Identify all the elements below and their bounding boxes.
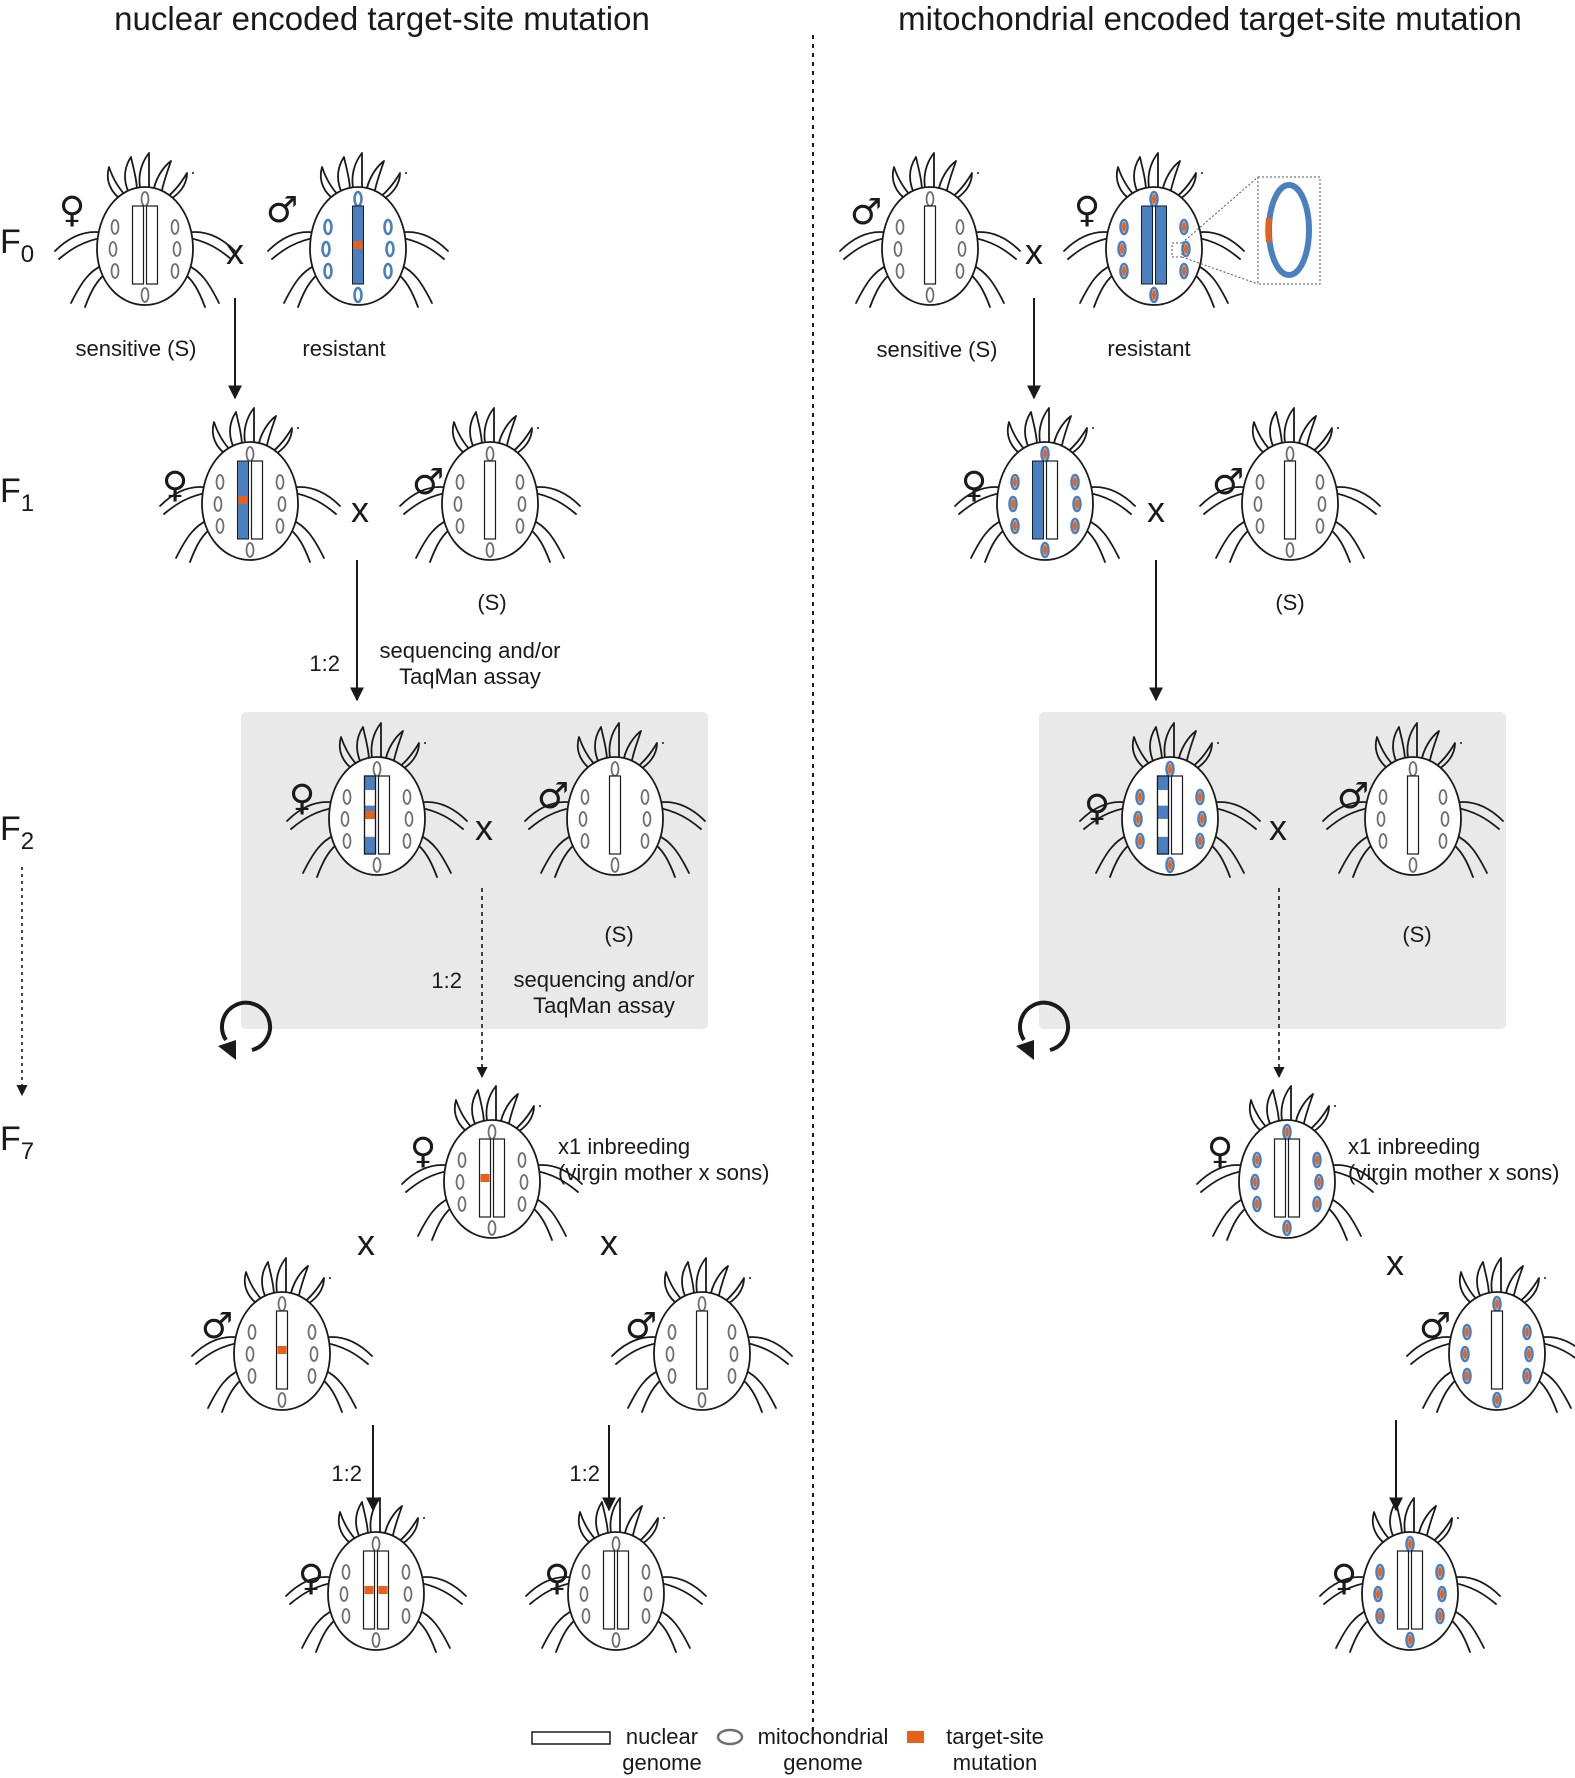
mite-f2-female bbox=[1079, 722, 1261, 878]
inbreeding-label-line2: (virgin mother x sons) bbox=[1348, 1160, 1560, 1185]
cross-symbol: x bbox=[1147, 489, 1165, 530]
inbreeding-label-line2: (virgin mother x sons) bbox=[558, 1160, 770, 1185]
female-symbol: ♀ bbox=[1084, 788, 1110, 829]
male-symbol: ♂ bbox=[1419, 1306, 1451, 1347]
female-symbol: ♀ bbox=[1207, 1131, 1233, 1172]
assay-label-line2: TaqMan assay bbox=[533, 993, 675, 1018]
mite-homozygous-sensitive-female bbox=[525, 1497, 707, 1653]
f2-panel-right bbox=[1039, 712, 1506, 1029]
ratio-label: 1:2 bbox=[431, 968, 462, 993]
female-symbol: ♀ bbox=[298, 1558, 324, 1599]
assay-label-line1: sequencing and/or bbox=[379, 638, 560, 663]
assay-label-line1: sequencing and/or bbox=[513, 967, 694, 992]
mite-offspring-female bbox=[1319, 1497, 1501, 1653]
repeat-cycle-icon bbox=[1016, 1000, 1071, 1060]
mite-f7-inbred-female bbox=[401, 1085, 583, 1241]
cross-symbol: x bbox=[1269, 807, 1287, 848]
mite-son-resistant-male bbox=[191, 1257, 373, 1413]
female-symbol: ♀ bbox=[162, 465, 188, 506]
cross-symbol: x bbox=[1025, 231, 1043, 272]
female-symbol: ♀ bbox=[1074, 190, 1100, 231]
mite-f1-female bbox=[954, 407, 1136, 563]
svg-text:F7: F7 bbox=[0, 1120, 34, 1165]
cross-symbol: x bbox=[475, 807, 493, 848]
title-nuclear: nuclear encoded target-site mutation bbox=[114, 0, 650, 37]
male-symbol: ♂ bbox=[850, 192, 882, 233]
cross-symbol: x bbox=[226, 231, 244, 272]
female-symbol: ♀ bbox=[961, 465, 987, 506]
mite-f7-inbred-female bbox=[1196, 1085, 1378, 1241]
mite-f0-resistant-male bbox=[267, 152, 449, 308]
mite-f1-female bbox=[159, 407, 341, 563]
inbreeding-label-line1: x1 inbreeding bbox=[558, 1134, 690, 1159]
repeat-cycle-icon bbox=[218, 1000, 273, 1060]
label-s: (S) bbox=[1275, 590, 1304, 615]
female-symbol: ♀ bbox=[410, 1131, 436, 1172]
cross-symbol: x bbox=[351, 489, 369, 530]
female-symbol: ♀ bbox=[289, 778, 315, 819]
mite-homozygous-resistant-female bbox=[285, 1497, 467, 1653]
legend-mutation-swatch bbox=[907, 1731, 924, 1743]
mite-f2-sensitive-male bbox=[524, 722, 706, 878]
male-symbol: ♂ bbox=[412, 462, 444, 503]
male-symbol: ♂ bbox=[537, 776, 569, 817]
mite-son-sensitive-male bbox=[611, 1257, 793, 1413]
svg-text:F1: F1 bbox=[0, 472, 34, 517]
mite-f1-sensitive-male bbox=[1199, 407, 1381, 563]
legend-mito-swatch bbox=[716, 1728, 744, 1746]
female-symbol: ♀ bbox=[544, 1558, 570, 1599]
generation-f0: F0 bbox=[0, 223, 34, 268]
ratio-label: 1:2 bbox=[309, 651, 340, 676]
inbreeding-label-line1: x1 inbreeding bbox=[1348, 1134, 1480, 1159]
mite-f0-sensitive-female bbox=[54, 152, 236, 308]
ratio-label: 1:2 bbox=[569, 1461, 600, 1486]
label-s: (S) bbox=[1402, 922, 1431, 947]
label-s: (S) bbox=[604, 922, 633, 947]
male-symbol: ♂ bbox=[201, 1306, 233, 1347]
label-resistant: resistant bbox=[302, 336, 385, 361]
ratio-label: 1:2 bbox=[331, 1461, 362, 1486]
mite-f1-sensitive-male bbox=[399, 407, 581, 563]
label-resistant: resistant bbox=[1107, 336, 1190, 361]
mite-f0-resistant-female bbox=[1063, 152, 1245, 308]
cross-symbol: x bbox=[357, 1222, 375, 1263]
cross-symbol: x bbox=[1386, 1242, 1404, 1283]
label-sensitive: sensitive (S) bbox=[876, 337, 997, 362]
mitochondrial-genome-zoom bbox=[1171, 176, 1321, 285]
female-symbol: ♀ bbox=[1331, 1558, 1357, 1599]
male-symbol: ♂ bbox=[1212, 462, 1244, 503]
legend-nuclear-swatch bbox=[531, 1731, 611, 1745]
svg-text:F0: F0 bbox=[0, 223, 34, 268]
generation-f7: F7 bbox=[0, 1120, 34, 1165]
cross-symbol: x bbox=[600, 1222, 618, 1263]
assay-label-line2: TaqMan assay bbox=[399, 664, 541, 689]
label-sensitive: sensitive (S) bbox=[75, 336, 196, 361]
male-symbol: ♂ bbox=[1337, 776, 1369, 817]
generation-f2: F2 bbox=[0, 810, 34, 855]
mite-f2-sensitive-male bbox=[1322, 722, 1504, 878]
generation-f1: F1 bbox=[0, 472, 34, 517]
male-symbol: ♂ bbox=[266, 190, 298, 231]
mite-f0-sensitive-male bbox=[839, 152, 1021, 308]
title-mitochondrial: mitochondrial encoded target-site mutati… bbox=[898, 0, 1522, 37]
male-symbol: ♂ bbox=[625, 1306, 657, 1347]
svg-text:F2: F2 bbox=[0, 810, 34, 855]
mite-son-male bbox=[1406, 1257, 1575, 1413]
mite-f2-female bbox=[286, 722, 468, 878]
female-symbol: ♀ bbox=[59, 190, 85, 231]
label-s: (S) bbox=[477, 590, 506, 615]
